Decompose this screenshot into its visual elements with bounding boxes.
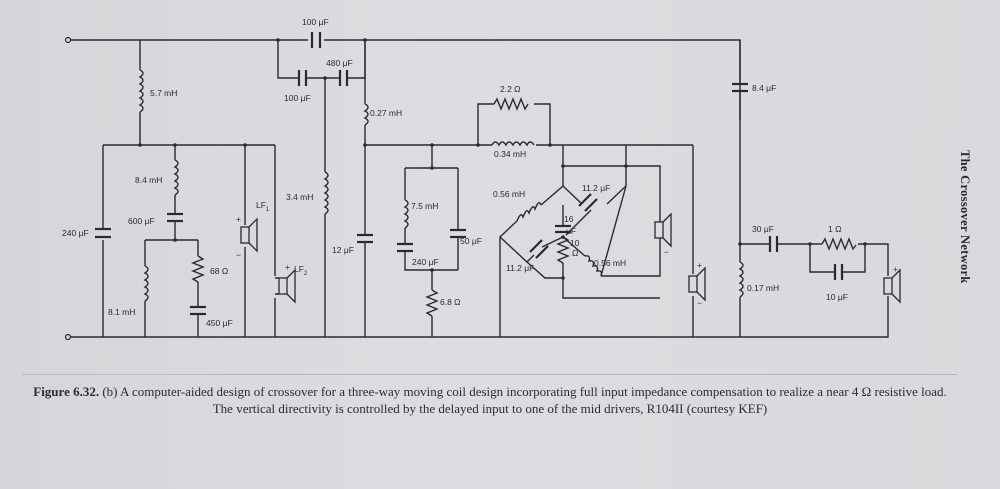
label-l-34: 3.4 mH (286, 192, 313, 202)
label-c-600: 600 μF (128, 216, 155, 226)
figure-caption: Figure 6.32. (b) A computer-aided design… (25, 383, 955, 417)
inductor-0-27mh (363, 103, 369, 126)
label-l-75: 7.5 mH (411, 201, 438, 211)
svg-text:+: + (697, 260, 702, 270)
label-c-16u: μF (566, 226, 576, 236)
label-l-034: 0.34 mH (494, 149, 526, 159)
capacitor-450uf (190, 305, 206, 316)
label-c-12: 12 μF (332, 245, 354, 255)
capacitor-600uf (167, 212, 183, 223)
inductor-5-7mh (138, 69, 144, 113)
label-c-480: 480 μF (326, 58, 353, 68)
resistor-1-ohm (821, 237, 857, 251)
label-c-50: 50 μF (460, 236, 482, 246)
label-r-10: 10 (570, 238, 580, 248)
inductor-0-17mh (738, 261, 744, 298)
svg-text:+: + (285, 262, 290, 272)
label-c-112b: 11.2 μF (506, 263, 534, 273)
capacitor-100uf-b (297, 70, 308, 86)
input-terminal-positive (64, 36, 72, 44)
label-c-10: 10 μF (826, 292, 848, 302)
resistor-6-8-ohm (425, 289, 439, 317)
capacitor-10uf (833, 264, 844, 280)
capacitor-240uf-b (397, 242, 413, 253)
capacitor-50uf (450, 228, 466, 239)
capacitor-11-2uf-a (578, 193, 598, 212)
svg-text:−: − (236, 250, 241, 260)
label-c-112a: 11.2 μF (582, 183, 610, 193)
label-c-240a: 240 μF (62, 228, 89, 238)
label-l-57: 5.7 mH (150, 88, 177, 98)
label-c-240b: 240 μF (412, 257, 439, 267)
label-c-top: 100 μF (302, 17, 329, 27)
caption-text: (b) A computer-aided design of crossover… (102, 384, 947, 416)
svg-text:−: − (697, 298, 702, 308)
label-l-056b: 0.56 mH (594, 258, 626, 268)
inductor-8-4mh (173, 159, 179, 196)
top-rail (71, 39, 741, 120)
running-head: The Crossover Network (958, 150, 972, 284)
label-c-100b: 100 μF (284, 93, 311, 103)
label-l-81: 8.1 mH (108, 307, 135, 317)
capacitor-11-2uf-b (529, 239, 549, 259)
svg-text:+: + (893, 264, 898, 274)
inductor-7-5mh (403, 199, 409, 229)
inductor-0-56mh-a (516, 202, 542, 222)
inductor-8-1mh (143, 265, 149, 302)
input-terminal-negative (64, 333, 72, 341)
ground-rail (71, 296, 889, 338)
label-r-68: 68 Ω (210, 266, 228, 276)
label-r-10u: Ω (572, 248, 578, 258)
capacitor-100uf-top (310, 32, 322, 48)
label-c-30: 30 μF (752, 224, 774, 234)
capacitor-240uf-shunt (95, 227, 111, 239)
label-r-1: 1 Ω (828, 224, 841, 234)
divider (22, 374, 957, 375)
label-lf2: LF2 (294, 264, 308, 277)
lf2-driver (275, 268, 296, 304)
label-l-027: 0.27 mH (370, 108, 402, 118)
label-r-68b: 6.8 Ω (440, 297, 461, 307)
resistor-68-ohm (191, 255, 205, 283)
svg-text:+: + (236, 214, 241, 224)
label-l-056a: 0.56 mH (493, 189, 525, 199)
resistor-2-2-ohm (493, 97, 529, 111)
mid-driver-1 (654, 190, 672, 252)
inductor-0-34mh (491, 141, 535, 147)
figure-label: Figure 6.32. (33, 384, 100, 399)
label-l-84: 8.4 mH (135, 175, 162, 185)
svg-text:−: − (664, 247, 669, 257)
capacitor-12uf (357, 233, 373, 244)
capacitor-16uf (555, 224, 571, 234)
label-lf1: LF1 (256, 200, 270, 213)
label-l-017: 0.17 mH (747, 283, 779, 293)
inductor-3-4mh (323, 171, 329, 215)
label-c-16: 16 (564, 214, 574, 224)
capacitor-480uf (338, 70, 349, 86)
label-r-22: 2.2 Ω (500, 84, 521, 94)
label-c-450: 450 μF (206, 318, 233, 328)
hf-driver (883, 268, 901, 304)
inductor-0-56mh-b (584, 255, 603, 277)
lf1-driver (240, 217, 258, 253)
label-c-84: 8.4 μF (752, 83, 776, 93)
capacitor-30uf (768, 236, 779, 252)
mid-driver-2 (688, 266, 706, 302)
